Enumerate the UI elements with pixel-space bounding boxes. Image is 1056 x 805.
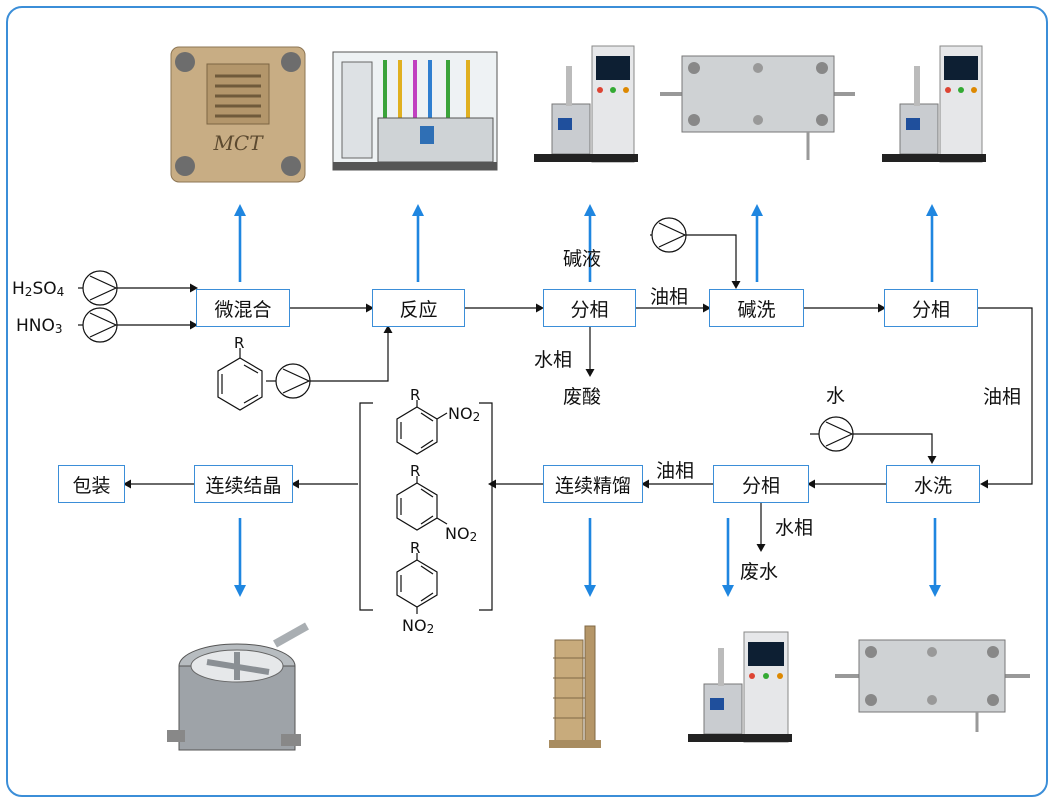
label-waste-acid: 废酸	[563, 386, 602, 408]
pump-aromatic	[275, 363, 311, 399]
pump-hno3	[82, 307, 118, 343]
label-r-substituent: R	[234, 334, 245, 352]
label-oil-phase-2: 油相	[983, 386, 1022, 408]
box-reaction: 反应	[372, 289, 465, 327]
distillation-column-image	[549, 625, 601, 748]
separator-unit-image-2	[882, 45, 986, 163]
diagram-frame	[6, 6, 1048, 797]
pump-lye	[651, 217, 687, 253]
box-separation-2: 分相	[884, 289, 978, 327]
box-separation-3: 分相	[713, 465, 809, 503]
box-packaging: 包装	[58, 465, 125, 503]
label-aqueous-phase-1: 水相	[534, 349, 573, 371]
water-wash-module-image	[835, 639, 1030, 732]
pump-water	[818, 416, 854, 452]
label-oil-phase-1: 油相	[650, 286, 689, 308]
crystallizer-vessel-image	[167, 622, 309, 751]
label-no2-ortho: NO2	[448, 404, 481, 424]
label-waste-water: 废水	[740, 561, 779, 583]
box-micromix: 微混合	[196, 289, 290, 327]
mct-logo: MCT	[212, 131, 264, 155]
label-no2-meta: NO2	[445, 524, 478, 544]
box-separation-1: 分相	[543, 289, 636, 327]
label-r-para: R	[410, 539, 421, 557]
label-oil-phase-3: 油相	[656, 460, 695, 482]
reactor-skid-image	[332, 51, 498, 171]
alkali-wash-module-image	[660, 55, 855, 160]
box-continuous-distillation: 连续精馏	[543, 465, 643, 503]
box-continuous-crystallization: 连续结晶	[194, 465, 293, 503]
label-lye: 碱液	[563, 248, 602, 270]
pump-h2so4	[82, 270, 118, 306]
label-hno3: HNO3	[16, 316, 63, 336]
micromixer-chip-image: MCT	[170, 46, 306, 183]
label-aqueous-phase-2: 水相	[775, 517, 814, 539]
label-no2-para: NO2	[402, 616, 435, 636]
label-r-ortho: R	[410, 386, 421, 404]
box-water-wash: 水洗	[886, 465, 980, 503]
box-alkali-wash: 碱洗	[709, 289, 804, 327]
label-r-meta: R	[410, 462, 421, 480]
separator-unit-image-3	[688, 631, 792, 743]
separator-unit-image-1	[534, 45, 638, 163]
label-h2so4: H2SO4	[12, 279, 65, 299]
label-water: 水	[826, 385, 846, 407]
